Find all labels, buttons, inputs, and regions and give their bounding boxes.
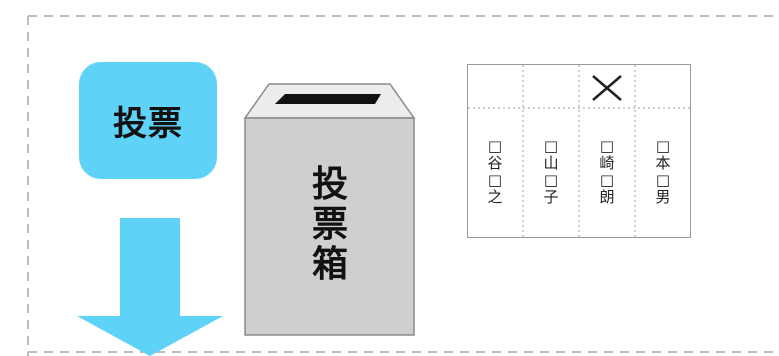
ballot-box-slot xyxy=(275,94,381,104)
candidate-char: □ xyxy=(543,137,559,155)
ballot-box-icon xyxy=(243,83,416,336)
ballot-box-body xyxy=(244,117,415,336)
down-arrow-icon xyxy=(77,218,223,356)
candidate-char: 本 xyxy=(655,154,671,172)
candidate-char: 之 xyxy=(487,188,503,206)
candidate-char: □ xyxy=(655,171,671,189)
vote-badge: 投票 xyxy=(79,62,217,179)
candidate-char: □ xyxy=(599,171,615,189)
candidate-name: □ 本 □ 男 xyxy=(653,138,673,206)
candidate-char: 山 xyxy=(543,154,559,172)
candidate-char: 朗 xyxy=(599,188,615,206)
candidate-char: □ xyxy=(655,137,671,155)
vote-badge-label: 投票 xyxy=(113,104,183,144)
candidate-char: □ xyxy=(487,137,503,155)
candidate-char: 谷 xyxy=(487,154,503,172)
candidate-char: 男 xyxy=(655,188,671,206)
candidate-name: □ 谷 □ 之 xyxy=(485,138,505,206)
candidate-char: □ xyxy=(599,137,615,155)
candidate-char: 崎 xyxy=(599,154,615,172)
ballot-box-label-char: 投 xyxy=(311,164,348,205)
ballot-box-label: 投 票 箱 xyxy=(300,165,360,285)
ballot-box-label-char: 箱 xyxy=(311,244,348,285)
candidate-char: 子 xyxy=(543,188,559,206)
candidate-char: □ xyxy=(543,171,559,189)
ballot-paper xyxy=(467,64,691,238)
candidate-char: □ xyxy=(487,171,503,189)
candidate-name: □ 山 □ 子 xyxy=(541,138,561,206)
ballot-box-label-char: 票 xyxy=(311,204,348,245)
candidate-name: □ 崎 □ 朗 xyxy=(597,138,617,206)
ballot-cross-mark-icon xyxy=(592,75,622,101)
